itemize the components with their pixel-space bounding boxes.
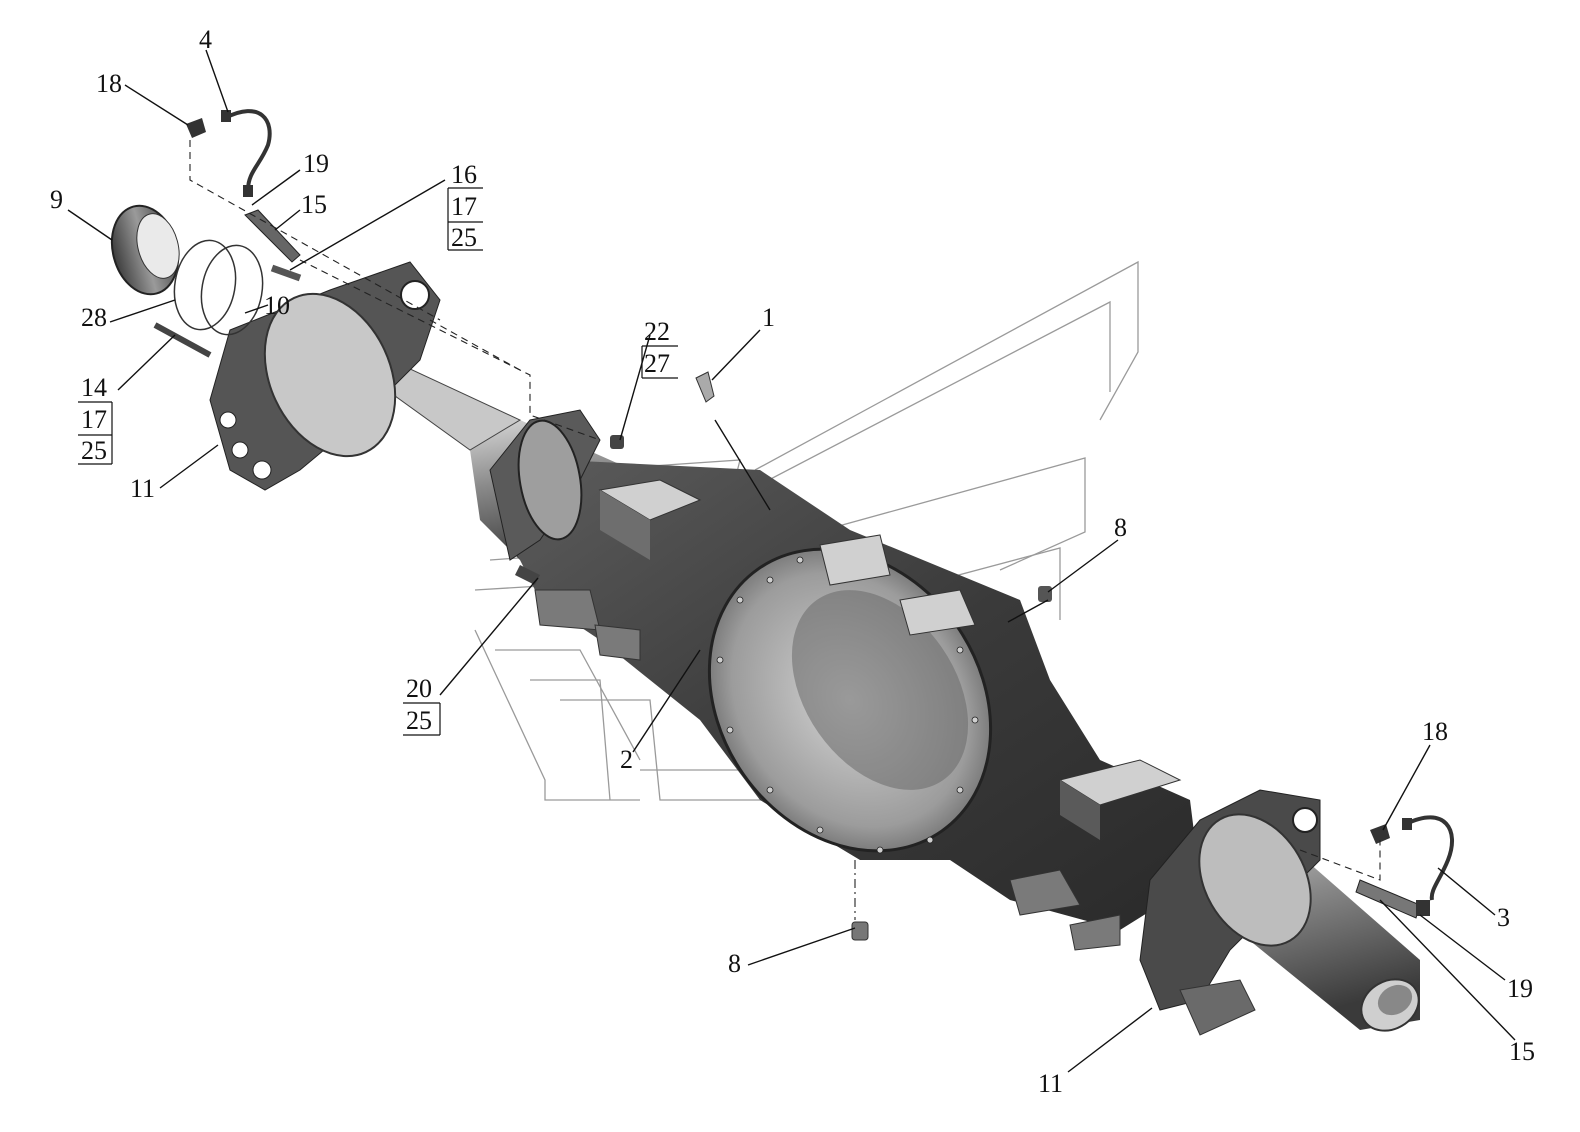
label-11-right: 11	[1038, 1069, 1063, 1098]
label-16-17: 17	[451, 192, 477, 221]
label-19-left: 19	[303, 149, 329, 178]
label-11-left: 11	[130, 474, 155, 503]
assembly-lines	[189, 140, 1381, 920]
callout-labels: 4 18 19 15 9 16 17 25 28 10 14 17 25 11 …	[50, 25, 1535, 1098]
label-14-25: 25	[81, 436, 107, 465]
label-9: 9	[50, 185, 63, 214]
left-small-parts	[110, 109, 302, 358]
loose-fasteners	[515, 371, 1052, 941]
label-20: 20	[406, 674, 432, 703]
label-22: 22	[644, 317, 670, 346]
label-4: 4	[199, 25, 212, 54]
right-small-parts	[1355, 815, 1454, 919]
label-18-right: 18	[1422, 717, 1448, 746]
label-2: 2	[620, 745, 633, 774]
label-18-left: 18	[96, 69, 122, 98]
label-10: 10	[264, 291, 290, 320]
label-22-27: 27	[644, 349, 670, 378]
label-14: 14	[81, 373, 107, 402]
label-8-upper: 8	[1114, 513, 1127, 542]
label-16-25: 25	[451, 223, 477, 252]
label-20-25: 25	[406, 706, 432, 735]
label-15-right: 15	[1509, 1037, 1535, 1066]
axle-housing	[339, 354, 1420, 1036]
label-28: 28	[81, 303, 107, 332]
label-1: 1	[762, 303, 775, 332]
label-19-right: 19	[1507, 974, 1533, 1003]
label-boxes	[78, 187, 678, 736]
label-16: 16	[451, 160, 477, 189]
label-14-17: 17	[81, 405, 107, 434]
label-8-lower: 8	[728, 949, 741, 978]
left-brake-carrier	[209, 261, 441, 491]
label-15-left: 15	[301, 190, 327, 219]
leader-lines	[67, 49, 1516, 1073]
label-3: 3	[1497, 903, 1510, 932]
